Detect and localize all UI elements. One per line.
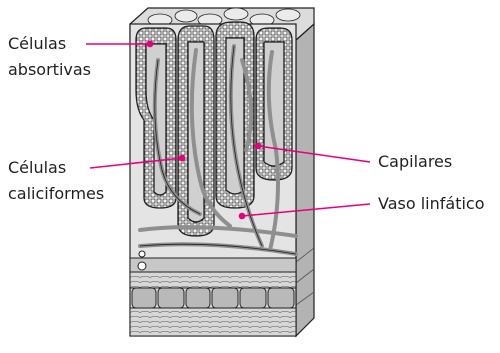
block-side-face xyxy=(296,24,314,336)
label-absorptive-line1: Células xyxy=(8,33,91,55)
leader-goblet-dot xyxy=(180,156,185,161)
label-goblet-cells: Células caliciformes xyxy=(8,157,104,205)
leader-capillaries-dot xyxy=(256,144,261,149)
label-goblet-line2: caliciformes xyxy=(8,183,104,205)
leader-absorptive-dot xyxy=(148,42,153,47)
leader-lymph-dot xyxy=(240,214,245,219)
tissue-block xyxy=(130,8,314,336)
label-capillaries: Capilares xyxy=(378,151,452,173)
label-goblet-line1: Células xyxy=(8,157,104,179)
label-absorptive-line2: absortivas xyxy=(8,59,91,81)
label-absorptive-cells: Células absortivas xyxy=(8,33,91,81)
label-lymph-vessel: Vaso linfático xyxy=(378,193,485,215)
